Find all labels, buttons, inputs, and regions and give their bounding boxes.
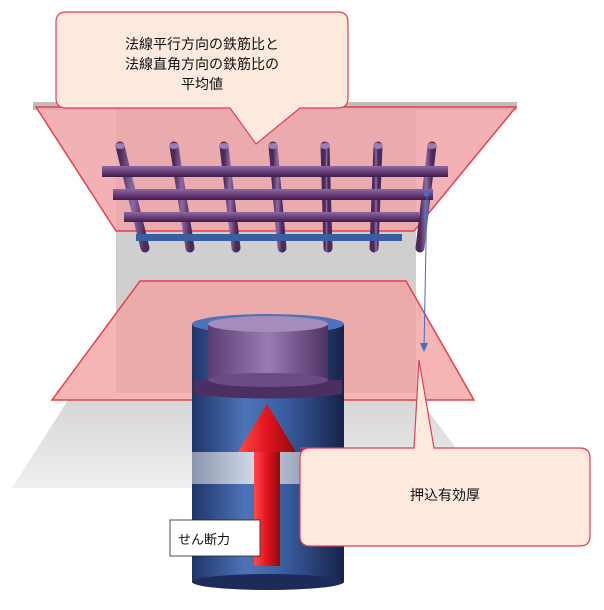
rebar-mesh	[102, 141, 448, 253]
effective-depth-text: 押込有効厚	[410, 488, 480, 504]
rebar-ratio-text: 法線平行方向の鉄筋比と 法線直角方向の鉄筋比の 平均値	[60, 35, 344, 95]
rebar-ratio-callout	[55, 11, 349, 145]
shear-force-label-box	[169, 519, 261, 557]
rebar-ratio-line-1: 法線平行方向の鉄筋比と	[125, 37, 279, 53]
depth-dimension-line	[420, 188, 430, 352]
effective-depth-callout	[299, 359, 591, 547]
rebar-ratio-line-2: 法線直角方向の鉄筋比の	[125, 57, 279, 73]
shear-force-label: せん断力	[178, 533, 231, 548]
rebar-ratio-line-3: 平均値	[181, 77, 223, 93]
